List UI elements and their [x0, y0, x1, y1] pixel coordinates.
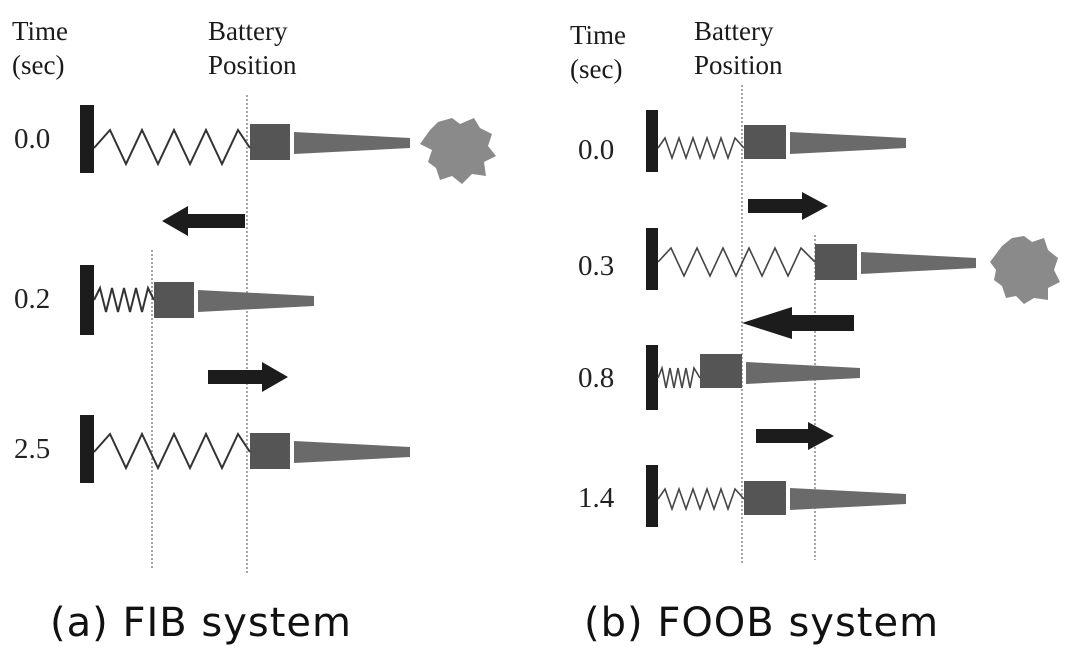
recoil-spring [93, 285, 155, 313]
recoil-arrow [742, 307, 854, 339]
fib-diagram [80, 95, 496, 575]
position-header-line2: Position [694, 50, 783, 80]
caption: (b) FOOB system [584, 600, 940, 646]
gun-barrel [198, 290, 314, 312]
breech-wall [646, 110, 658, 172]
position-header: Battery Position [208, 14, 297, 82]
breech-wall [80, 105, 94, 173]
position-header-line1: Battery [208, 16, 288, 46]
recoil-state-row [646, 345, 860, 410]
breech-wall [646, 345, 658, 410]
panel-foob: Time (sec) Battery Position 0.0 0.3 0.8 … [534, 0, 1068, 657]
time-header-line: Time [570, 20, 627, 50]
gun-breech [154, 282, 194, 318]
recoil-state-row [80, 105, 496, 184]
time-header-unit: (sec) [570, 54, 623, 84]
gun-barrel [790, 132, 906, 154]
counter-recoil-arrow [208, 362, 288, 392]
muzzle-blast [420, 118, 496, 184]
time-label: 0.0 [14, 123, 51, 155]
counter-recoil-arrow [756, 422, 834, 450]
recoil-spring [93, 127, 251, 167]
gun-barrel [861, 252, 976, 274]
time-label: 0.2 [14, 283, 51, 315]
breech-wall [80, 265, 94, 335]
recoil-state-row [646, 228, 1060, 304]
recoil-arrow [162, 206, 245, 236]
gun-breech [250, 124, 290, 160]
time-header: Time (sec) [570, 18, 626, 86]
breech-wall [646, 228, 658, 290]
recoil-spring [657, 246, 816, 278]
position-header-line1: Battery [694, 16, 774, 46]
recoil-spring [657, 135, 745, 161]
recoil-spring [93, 431, 251, 471]
panel-fib: Time (sec) Battery Position 0.0 0.2 2.5 … [12, 14, 496, 646]
forward-firing-arrow [748, 192, 828, 220]
time-label: 0.0 [578, 134, 615, 166]
muzzle-blast [990, 236, 1060, 304]
recoil-state-row [646, 110, 906, 172]
gun-breech [815, 244, 857, 280]
time-header: Time (sec) [12, 14, 68, 82]
gun-breech [744, 481, 786, 515]
recoil-state-row [80, 265, 314, 335]
position-header-line2: Position [208, 50, 297, 80]
time-header-line: Time [12, 16, 69, 46]
gun-breech [744, 125, 786, 159]
breech-wall [80, 415, 94, 483]
time-label: 0.3 [578, 250, 615, 282]
time-label: 0.8 [578, 362, 615, 394]
recoil-spring [657, 486, 745, 512]
time-label: 1.4 [578, 482, 615, 514]
gun-barrel [294, 441, 410, 463]
gun-barrel [790, 488, 906, 510]
caption: (a) FIB system [50, 600, 353, 646]
gun-breech [250, 433, 290, 469]
position-header: Battery Position [694, 14, 783, 82]
gun-barrel [294, 132, 410, 154]
breech-wall [646, 465, 658, 527]
time-header-unit: (sec) [12, 50, 65, 80]
gun-barrel [746, 362, 860, 384]
gun-breech [700, 354, 742, 388]
recoil-state-row [80, 415, 410, 483]
foob-diagram [646, 85, 1060, 565]
recoil-spring [657, 365, 701, 389]
recoil-state-row [646, 465, 906, 527]
time-label: 2.5 [14, 433, 51, 465]
